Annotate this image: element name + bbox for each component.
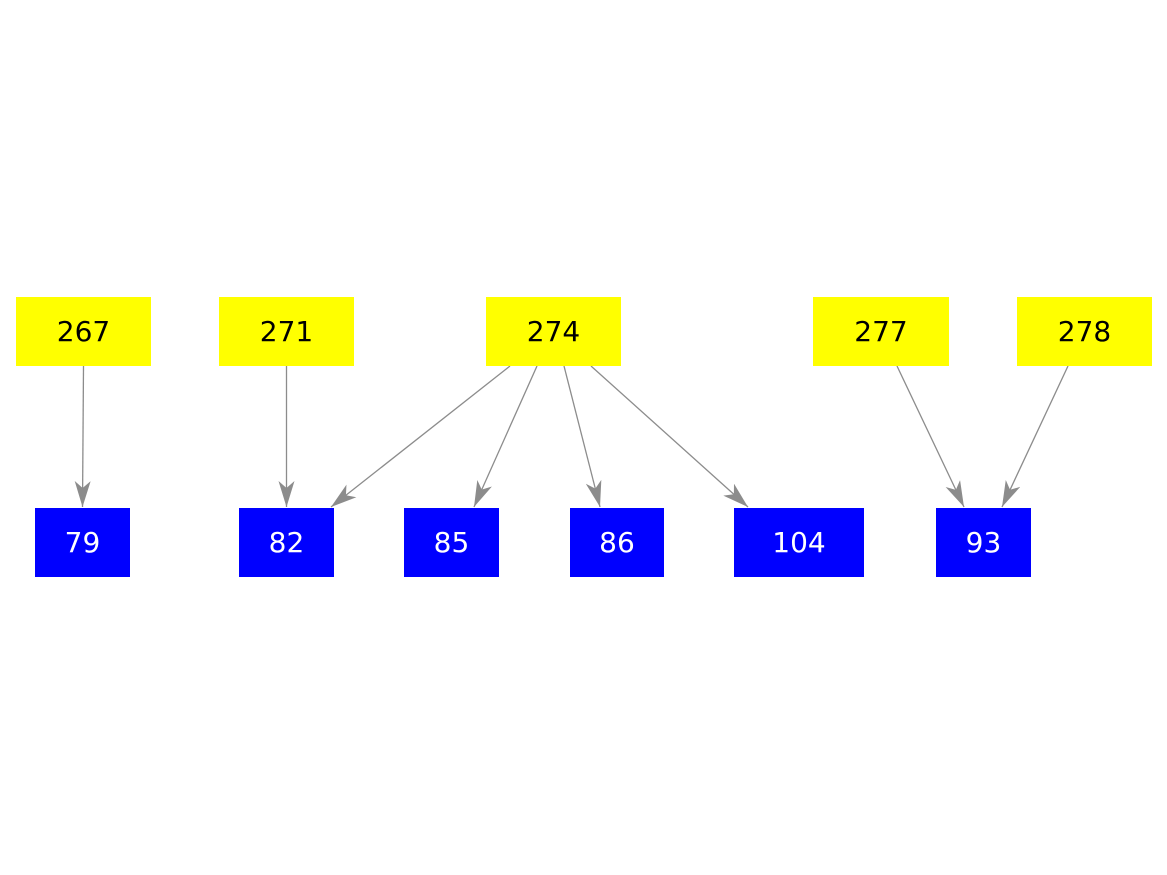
- edge-277-93: [896, 365, 965, 508]
- graph-node-85: 85: [404, 508, 499, 577]
- graph-node-104: 104: [734, 508, 864, 577]
- node-label: 271: [259, 314, 314, 348]
- graph-node-274: 274: [486, 297, 621, 366]
- edge-274-104: [590, 365, 749, 508]
- graph-node-277: 277: [813, 297, 949, 366]
- edge-278-93: [1001, 365, 1069, 508]
- node-label: 79: [64, 525, 101, 559]
- edge-274-85: [473, 365, 538, 508]
- graph-node-267: 267: [16, 297, 151, 366]
- node-label: 277: [854, 314, 908, 348]
- node-label: 85: [433, 525, 470, 559]
- graph-node-86: 86: [570, 508, 664, 577]
- node-label: 82: [268, 525, 305, 559]
- graph-node-278: 278: [1017, 297, 1152, 366]
- node-label: 274: [526, 314, 581, 348]
- edge-274-82: [330, 365, 511, 508]
- graph-node-271: 271: [219, 297, 354, 366]
- node-label: 93: [965, 525, 1002, 559]
- node-label: 104: [772, 525, 826, 559]
- graph-node-79: 79: [35, 508, 130, 577]
- edge-274-86: [563, 365, 602, 508]
- node-label: 86: [599, 525, 635, 559]
- node-label: 267: [56, 314, 111, 348]
- node-label: 278: [1057, 314, 1112, 348]
- edge-267-79: [74, 365, 91, 508]
- graph-node-82: 82: [239, 508, 334, 577]
- graph-node-93: 93: [936, 508, 1031, 577]
